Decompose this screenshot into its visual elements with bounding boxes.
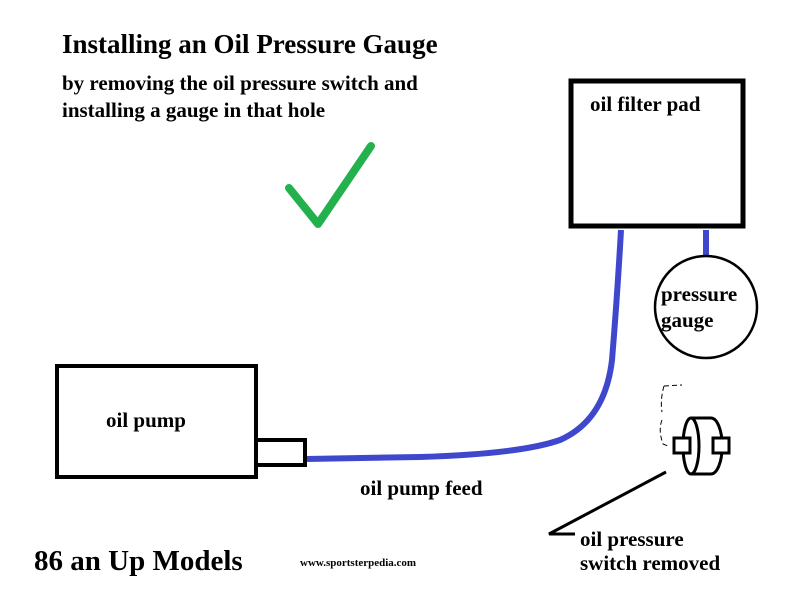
switch-removed-label-line-1: oil pressure xyxy=(580,527,684,551)
oil-pump-outlet xyxy=(254,438,307,467)
oil-pump-feed-label: oil pump feed xyxy=(360,476,483,500)
website-label: www.sportsterpedia.com xyxy=(300,557,417,569)
pressure-gauge-label-line-1: pressure xyxy=(661,282,738,306)
pressure-gauge-label: pressure gauge xyxy=(661,281,737,333)
switch-removed-label: oil pressure switch removed xyxy=(580,527,720,575)
models-label: 86 an Up Models xyxy=(34,545,243,577)
switch-pointer-line xyxy=(548,470,667,536)
page-title: Installing an Oil Pressure Gauge xyxy=(62,29,438,59)
oil-filter-pad-box xyxy=(568,78,746,229)
subtitle-line-2: installing a gauge in that hole xyxy=(62,98,326,122)
pressure-gauge-circle xyxy=(653,254,759,360)
pressure-gauge-label-line-2: gauge xyxy=(661,308,714,332)
subtitle: by removing the oil pressure switch and … xyxy=(62,70,418,124)
oil-pump-box xyxy=(55,364,258,479)
oil-filter-pad-label: oil filter pad xyxy=(590,92,701,116)
oil-pressure-switch-icon xyxy=(659,384,731,476)
oil-pump-label: oil pump xyxy=(106,408,186,432)
checkmark-icon xyxy=(285,142,375,228)
subtitle-line-1: by removing the oil pressure switch and xyxy=(62,71,418,95)
oil-pump-feed-line xyxy=(305,229,624,462)
switch-removed-label-line-2: switch removed xyxy=(580,551,721,575)
